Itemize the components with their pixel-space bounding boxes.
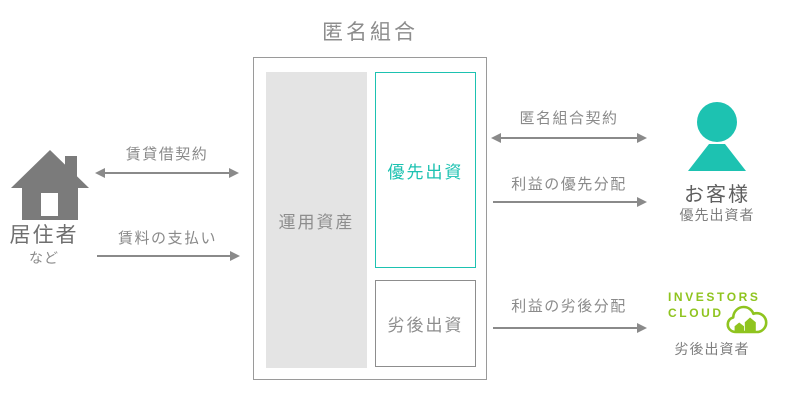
managed-assets-box: 運用資産: [266, 72, 367, 368]
resident-sublabel: など: [29, 250, 59, 266]
investors-cloud-logo-line2: CLOUD: [668, 306, 724, 320]
partnership-contract-label: 匿名組合契約: [519, 110, 619, 127]
lease-contract-arrow: [95, 168, 239, 178]
customer-sublabel: 優先出資者: [679, 207, 755, 223]
cloud-houses-icon: [726, 305, 768, 334]
customer-label: お客様: [684, 184, 750, 206]
priority-distribution-label: 利益の優先分配: [511, 176, 627, 193]
investors-cloud-logo-line1: INVESTORS: [668, 290, 761, 304]
subordinated-investment-label: 劣後出資: [387, 316, 464, 335]
diagram-title: 匿名組合: [322, 21, 418, 44]
subordinated-investment-box: 劣後出資: [375, 280, 476, 367]
priority-investment-box: 優先出資: [375, 72, 476, 268]
rent-payment-label: 賃料の支払い: [117, 230, 217, 247]
subordinated-distribution-arrow: [493, 323, 647, 333]
rent-payment-arrow: [97, 251, 240, 261]
managed-assets-label: 運用資産: [278, 212, 355, 232]
priority-investment-label: 優先出資: [387, 162, 464, 182]
subordinated-investor-label: 劣後出資者: [674, 341, 750, 357]
person-icon: [688, 102, 746, 171]
partnership-contract-arrow: [491, 133, 647, 143]
house-door: [41, 193, 58, 216]
subordinated-distribution-label: 利益の劣後分配: [511, 298, 627, 315]
resident-label: 居住者: [9, 224, 79, 247]
house-icon: [11, 150, 89, 220]
lease-contract-label: 賃貸借契約: [125, 146, 209, 163]
priority-distribution-arrow: [493, 197, 647, 207]
